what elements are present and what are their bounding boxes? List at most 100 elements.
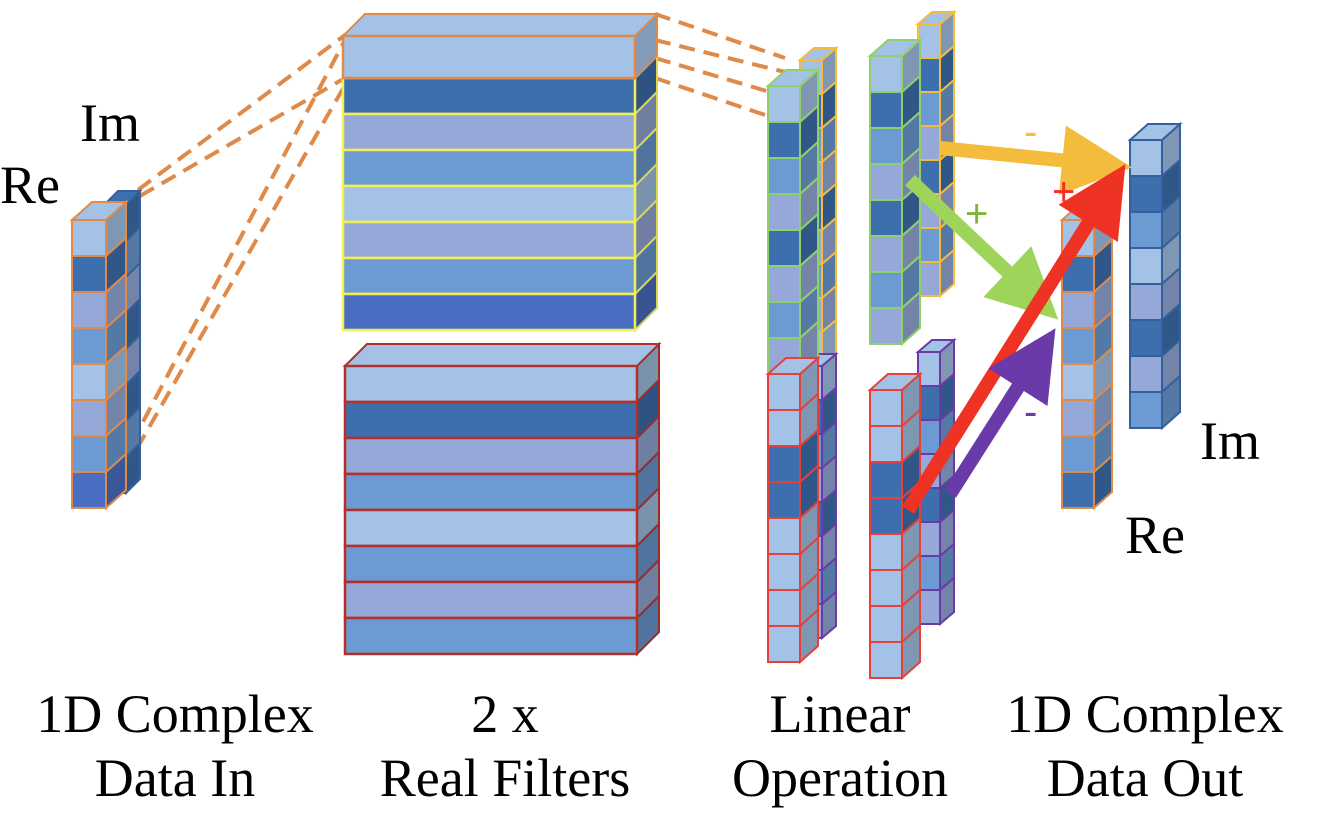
linear-right-red-column-cell	[869, 533, 903, 571]
linear-front-red-column-cell	[767, 589, 801, 627]
dashed-connector	[136, 33, 347, 192]
sign-yellow-minus: -	[1024, 110, 1038, 154]
input-re-column-cell	[71, 363, 107, 401]
caption-input-line2: Data In	[94, 748, 256, 808]
linear-front-green-column-cell	[767, 157, 801, 195]
dashed-connector	[654, 12, 786, 60]
linear-right-red-column	[867, 371, 923, 681]
filter-bottom-block-row	[343, 472, 639, 512]
receptive-field-dashed-lines	[106, 12, 786, 493]
filter-top-block-row	[341, 112, 637, 152]
linear-front-red-column-cell	[767, 373, 801, 411]
filter-header-top	[340, 13, 660, 37]
dashed-connector	[106, 39, 347, 489]
sign-green-plus: +	[965, 192, 989, 236]
linear-right-back-top-column-cell	[917, 57, 941, 93]
filter-bottom-block-row	[343, 616, 639, 656]
sign-purple-minus: -	[1024, 390, 1038, 434]
input-re-column-cell	[71, 327, 107, 365]
output-im-column-cell	[1129, 391, 1163, 429]
linear-right-back-bottom-column-cell	[917, 351, 941, 387]
linear-front-green-column-cell	[767, 193, 801, 231]
linear-right-back-bottom-column-cell	[917, 521, 941, 557]
linear-front-red-column-cell	[767, 409, 801, 447]
arrow-yellow	[939, 125, 1132, 196]
linear-operation-columns	[765, 9, 957, 681]
filter-bottom-block-row	[343, 400, 639, 440]
dashed-connector	[139, 76, 346, 198]
linear-right-back-bottom-column	[915, 337, 957, 627]
linear-right-green-column-cell	[869, 199, 903, 237]
output-im-column-cell	[1129, 139, 1163, 177]
linear-right-red-column-cell	[869, 497, 903, 535]
linear-front-red-column-cell	[767, 445, 801, 483]
input-re-label: Re	[0, 155, 60, 215]
arrow-green	[905, 174, 1059, 320]
output-im-label: Im	[1200, 411, 1260, 471]
filter-bottom-block-row	[343, 580, 639, 620]
linear-right-red-column-cell	[869, 605, 903, 643]
output-re-column-cell	[1061, 435, 1095, 473]
combination-arrows	[902, 125, 1132, 514]
linear-right-green-column-cell	[869, 55, 903, 93]
arrow-purple	[944, 328, 1056, 498]
linear-right-back-top-column-cell	[917, 91, 941, 127]
linear-front-red-column	[765, 355, 821, 665]
linear-front-green-column-cell	[767, 85, 801, 123]
filter-bottom-block-row	[343, 508, 639, 548]
filter-bottom-block	[342, 341, 662, 657]
output-re-column-cell	[1061, 291, 1095, 329]
input-re-column-cell	[71, 219, 107, 257]
linear-right-back-bottom-column-cell	[917, 589, 941, 625]
real-filters-blocks	[340, 11, 662, 657]
caption-linear-line1: Linear	[769, 684, 911, 744]
linear-right-back-bottom-column-cell	[917, 385, 941, 421]
output-re-label: Re	[1125, 505, 1185, 565]
output-im-column-cell	[1129, 355, 1163, 393]
input-re-column-cell	[71, 471, 107, 509]
caption-output: 1D Complex Data Out	[970, 682, 1320, 810]
dashed-connector	[110, 84, 347, 493]
input-re-column-cell	[71, 399, 107, 437]
filter-bottom-block-top-face	[342, 343, 662, 367]
linear-front-green-column-cell	[767, 229, 801, 267]
linear-right-back-bottom-column-cell	[917, 419, 941, 455]
dashed-connector	[654, 76, 781, 122]
input-re-column-cell	[71, 291, 107, 329]
linear-right-green-column-cell	[869, 271, 903, 309]
filter-top-block-row	[341, 184, 637, 224]
filter-bottom-block-row	[343, 436, 639, 476]
linear-right-green-column-cell	[869, 235, 903, 273]
sign-red-plus: +	[1052, 170, 1076, 214]
filter-top-block-row	[341, 220, 637, 260]
linear-right-back-top-column-cell	[917, 23, 941, 59]
input-re-column-cell	[71, 435, 107, 473]
output-re-column-cell	[1061, 327, 1095, 365]
linear-right-back-top-column-cell	[917, 125, 941, 161]
linear-right-back-top-column-cell	[917, 261, 941, 297]
filter-top-block	[340, 53, 660, 333]
dashed-connector	[654, 38, 786, 74]
caption-input: 1D Complex Data In	[0, 682, 350, 810]
output-im-column-cell	[1129, 319, 1163, 357]
output-re-column-cell	[1061, 399, 1095, 437]
linear-front-green-column-cell	[767, 265, 801, 303]
filter-top-block-row	[341, 256, 637, 296]
input-im-label: Im	[80, 93, 140, 153]
linear-right-back-top-column-cell	[917, 227, 941, 263]
filter-top-block-row	[341, 292, 637, 332]
linear-right-red-column-cell	[869, 389, 903, 427]
output-re-column-cell	[1061, 363, 1095, 401]
caption-output-line2: Data Out	[1046, 748, 1244, 808]
linear-front-red-column-cell	[767, 553, 801, 591]
output-im-column-cell	[1129, 175, 1163, 213]
linear-front-green-column	[765, 67, 821, 377]
output-im-column-cell	[1129, 283, 1163, 321]
dashed-connector	[654, 56, 781, 97]
caption-output-line1: 1D Complex	[1006, 684, 1284, 744]
caption-filters-line2: Real Filters	[379, 748, 631, 808]
linear-right-green-column-cell	[869, 91, 903, 129]
input-complex-column	[69, 188, 143, 511]
filter-bottom-block-row	[343, 364, 639, 404]
